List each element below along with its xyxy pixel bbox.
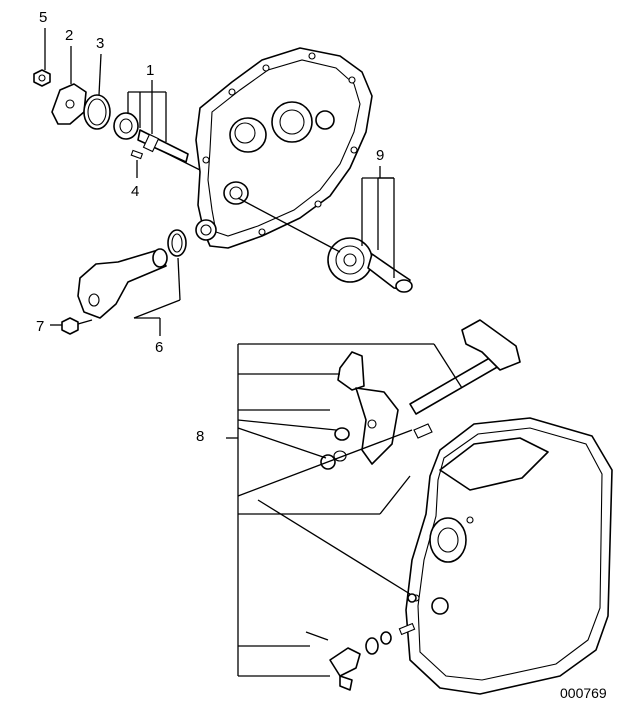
callout-8: 8 <box>196 428 204 445</box>
callout-6: 6 <box>155 339 163 356</box>
linkage-bracket <box>320 351 433 470</box>
governor-arm-rod <box>409 319 521 415</box>
part-2-plate <box>51 83 87 125</box>
crankcase-cover <box>195 47 373 249</box>
callout-9: 9 <box>376 147 384 164</box>
part-9-gear <box>327 237 413 293</box>
part-6-shaft-assembly <box>77 229 187 319</box>
callout-2: 2 <box>65 27 73 44</box>
callout-5: 5 <box>39 9 47 26</box>
figure-id: 000769 <box>560 685 607 701</box>
callout-4: 4 <box>131 183 139 200</box>
part-1-shaft <box>113 112 189 163</box>
leader-lines <box>44 28 463 677</box>
callout-7: 7 <box>36 318 44 335</box>
part-7-bolt <box>61 317 93 335</box>
callout-1: 1 <box>146 62 154 79</box>
part-5-bolt <box>33 69 51 87</box>
lower-shaft-parts <box>305 593 417 691</box>
part-3-o-ring <box>83 94 111 130</box>
part-4-pin <box>130 149 144 160</box>
crankcase-block <box>405 417 613 695</box>
callout-3: 3 <box>96 35 104 52</box>
